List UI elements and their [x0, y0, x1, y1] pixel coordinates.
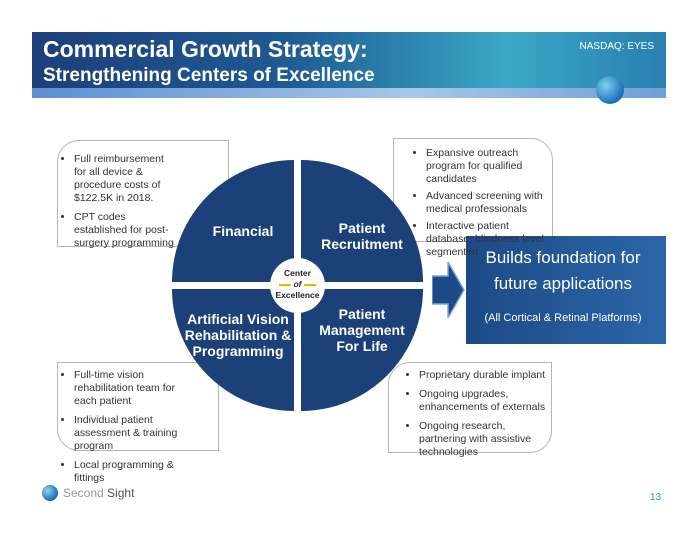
list-item: Interactive patient database, blindness … [426, 220, 552, 259]
result-text: Builds foundation for future application… [468, 245, 658, 331]
quadrant-label: Artificial Vision Rehabilitation & Progr… [184, 311, 292, 359]
slide-title: Commercial Growth Strategy: [43, 36, 368, 62]
center-text: of [293, 279, 302, 289]
recruitment-box: Expansive outreach program for qualified… [393, 138, 553, 258]
ticker-label: NASDAQ: EYES [579, 41, 654, 52]
center-text: Excellence [275, 290, 320, 300]
financial-box: Full reimbursement for all device & proc… [57, 140, 229, 250]
list-item: Local programming & fittings [74, 459, 198, 485]
list-item: Ongoing research, partnering with assist… [419, 420, 551, 459]
logo-text: Second Sight [63, 486, 134, 500]
rehab-box: Full-time vision rehabilitation team for… [57, 362, 219, 484]
logo-word: Sight [107, 486, 135, 500]
list-item: Ongoing upgrades, enhancements of extern… [419, 388, 551, 414]
company-logo: Second Sight [42, 485, 134, 501]
logo-globe-icon [42, 485, 58, 501]
quadrant-label: Financial [212, 223, 274, 239]
title-banner: Commercial Growth Strategy: Strengthenin… [32, 32, 666, 98]
center-of-excellence-diagram: Financial Patient Recruitment Artificial… [172, 160, 423, 411]
quadrant-management: Patient Management For Life [301, 289, 423, 411]
accent-line [279, 283, 292, 286]
result-panel [466, 236, 666, 344]
result-line: Builds foundation for [485, 248, 641, 267]
list-item: CPT codes established for post-surgery p… [74, 211, 178, 250]
list-item: Proprietary durable implant [419, 369, 551, 382]
quadrant-label: Patient Recruitment [321, 220, 403, 252]
list-item: Advanced screening with medical professi… [426, 190, 552, 216]
management-box: Proprietary durable implant Ongoing upgr… [388, 362, 552, 458]
arrow-right-icon [432, 262, 465, 318]
result-subtext: (All Cortical & Retinal Platforms) [484, 312, 642, 324]
list-item: Expansive outreach program for qualified… [426, 147, 552, 186]
center-text: Center [284, 268, 311, 278]
result-line: future applications [494, 274, 632, 293]
accent-line [303, 283, 316, 286]
banner-stripe [32, 88, 666, 98]
slide-subtitle: Strengthening Centers of Excellence [43, 65, 375, 86]
list-item: Individual patient assessment & training… [74, 414, 198, 453]
quadrant-label: Patient Management For Life [319, 306, 405, 354]
center-label: Center of Excellence [270, 258, 325, 313]
globe-logo-icon [596, 76, 624, 104]
page-number: 13 [650, 492, 662, 503]
list-item: Full-time vision rehabilitation team for… [74, 369, 198, 408]
logo-word: Second [63, 486, 104, 500]
list-item: Full reimbursement for all device & proc… [74, 153, 178, 205]
